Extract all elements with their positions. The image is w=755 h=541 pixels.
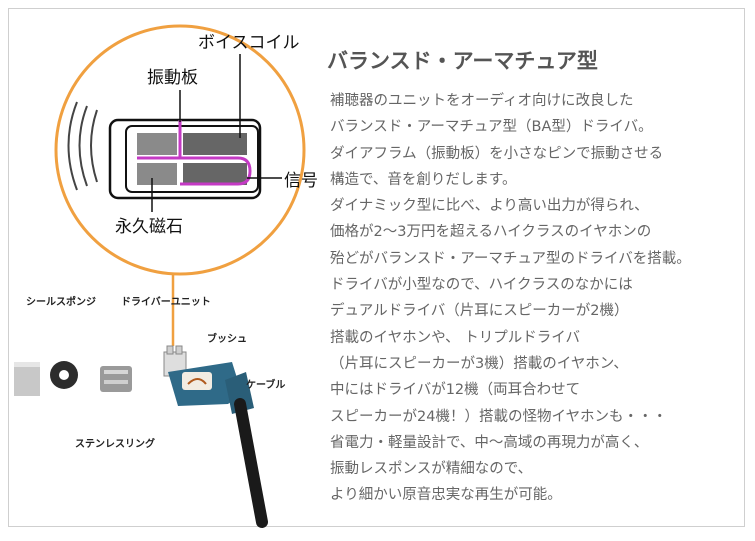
bush-part bbox=[168, 362, 254, 414]
article-body: 補聴器のユニットをオーディオ向けに改良した バランスド・アーマチュア型（BA型）… bbox=[330, 88, 740, 509]
body-line: 殆どがバランスド・アーマチュア型のドライバを搭載。 bbox=[330, 250, 691, 267]
body-line: デュアルドライバ（片耳にスピーカーが2機） bbox=[330, 303, 629, 320]
ear-tip-part bbox=[14, 362, 40, 396]
seal-sponge-label: シールスポンジ bbox=[26, 295, 96, 308]
body-line: 中にはドライバが12機（両耳合わせて bbox=[330, 382, 581, 399]
body-line: より細かい原音忠実な再生が可能。 bbox=[330, 487, 562, 504]
cable-part bbox=[234, 398, 268, 528]
signal-label: 信号 bbox=[284, 171, 318, 191]
body-line: （片耳にスピーカーが3機）搭載のイヤホン、 bbox=[330, 355, 628, 372]
stainless-ring-part bbox=[100, 366, 132, 392]
body-line: 搭載のイヤホンや、 トリプルドライバ bbox=[330, 329, 580, 346]
article-title: バランスド・アーマチュア型 bbox=[327, 49, 598, 73]
body-line: スピーカーが24機！）搭載の怪物イヤホンも・・・ bbox=[330, 408, 668, 425]
body-line: 構造で、音を創りだします。 bbox=[330, 171, 517, 188]
body-line: ドライバが小型なので、ハイクラスのなかには bbox=[330, 277, 633, 294]
magnet-block bbox=[137, 163, 177, 185]
voice-coil-label: ボイスコイル bbox=[198, 33, 300, 53]
body-line: 振動レスポンスが精細なので、 bbox=[330, 461, 533, 478]
coil-block bbox=[183, 133, 247, 155]
body-line: 補聴器のユニットをオーディオ向けに改良した bbox=[330, 93, 634, 109]
cable-label: ケーブル bbox=[246, 378, 285, 391]
body-line: 省電力・軽量設計で、中〜高域の再現力が高く、 bbox=[330, 434, 649, 451]
diaphragm-label: 振動板 bbox=[147, 68, 198, 88]
bush-label: ブッシュ bbox=[207, 332, 247, 345]
stainless-ring-label: ステンレスリング bbox=[75, 437, 155, 450]
driver-unit-part bbox=[163, 345, 187, 377]
coil-block bbox=[183, 163, 247, 185]
driver-unit-label: ドライバーユニット bbox=[121, 296, 211, 308]
body-line: 価格が2〜3万円を超えるハイクラスのイヤホンの bbox=[330, 224, 652, 241]
leader-lines bbox=[151, 54, 282, 212]
body-line: バランスド・アーマチュア型（BA型）ドライバ。 bbox=[330, 119, 653, 136]
sound-wave-icon bbox=[67, 101, 98, 191]
body-line: ダイナミック型に比べ、より高い出力が得られ、 bbox=[330, 198, 649, 215]
magnet-block bbox=[137, 133, 177, 155]
armature-path bbox=[137, 156, 252, 186]
ba-driver-cross-section bbox=[108, 118, 262, 200]
earphone-exploded-parts bbox=[14, 345, 268, 528]
body-line: ダイアフラム（振動板）を小さなピンで振動させる bbox=[330, 145, 664, 162]
magnet-label: 永久磁石 bbox=[115, 217, 183, 237]
